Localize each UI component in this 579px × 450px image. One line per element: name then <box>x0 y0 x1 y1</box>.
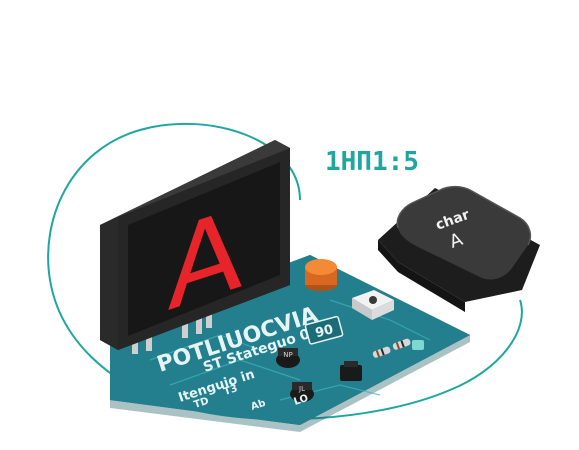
transistor-icon <box>340 361 362 381</box>
transistor-icon: NP <box>276 348 300 368</box>
lens-outline <box>47 122 523 421</box>
resistor-icon <box>372 346 391 358</box>
chip-label: 90 <box>314 322 335 341</box>
transistor-icon: JL <box>290 382 314 402</box>
led-icon <box>412 340 424 350</box>
display-pins <box>132 314 212 354</box>
orange-button <box>305 259 337 291</box>
board-label-lo: LO <box>293 393 310 408</box>
resistor-icon <box>392 338 411 350</box>
transistor-label-1: NP <box>283 351 292 359</box>
board-label-td: TD <box>193 396 211 411</box>
push-button <box>352 290 394 320</box>
lcd-display <box>100 140 290 354</box>
transistor-label-2: JL <box>298 385 305 393</box>
display-glyph: A <box>167 183 242 336</box>
board-label-t3: T3 <box>223 383 240 398</box>
keycap: char A <box>378 185 540 312</box>
readout-text: 1ΗΠ1:5 <box>325 147 419 177</box>
chip: 90 <box>304 315 344 345</box>
board-label-ab: Ab <box>250 398 268 413</box>
